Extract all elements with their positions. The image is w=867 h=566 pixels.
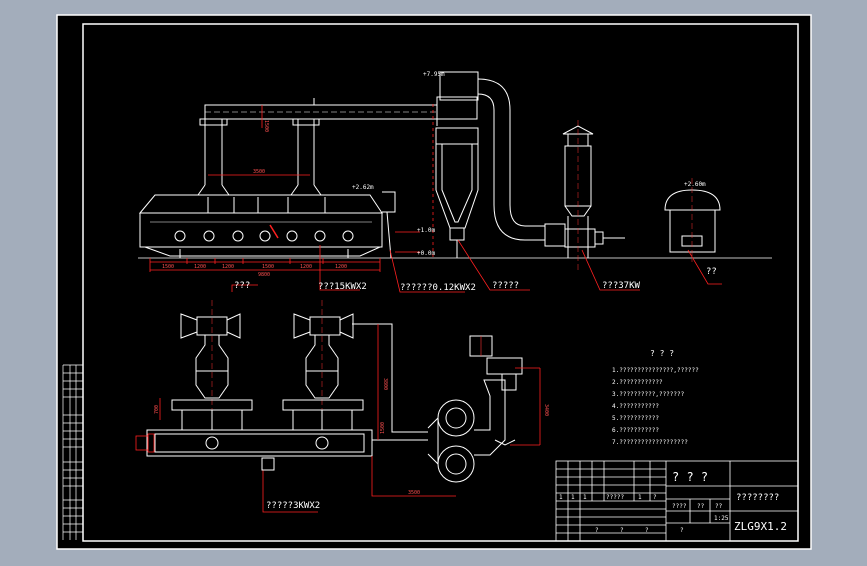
elevation-cyclone-a: +1.0m xyxy=(417,227,435,234)
inner-frame xyxy=(82,23,799,542)
drawing-sheet xyxy=(56,14,812,550)
title-row-a-6: ? xyxy=(653,494,657,501)
title-block-name: ???????? xyxy=(736,493,779,503)
title-row-c-1: ? xyxy=(595,527,599,534)
callout-heater: ?? xyxy=(706,267,717,277)
callout-vibro-motor: ??????0.12KWX2 xyxy=(400,283,476,293)
note-line-2: 2.???????????? xyxy=(612,379,663,386)
callout-top-left: ??? xyxy=(234,281,250,291)
leader-lines xyxy=(231,239,722,513)
title-row-a-5: 1 xyxy=(638,494,642,501)
note-line-3: 3.??????????,??????? xyxy=(612,391,685,398)
title-row-a-2: 1 xyxy=(571,494,575,501)
title-row-c-3: ? xyxy=(645,527,649,534)
plan-dimensions xyxy=(135,324,541,497)
dim-bed-seg-6: 1200 xyxy=(335,264,347,270)
note-line-5: 5.??????????? xyxy=(612,415,659,422)
elevation-dryer-top: +2.62m xyxy=(352,184,374,191)
notes-heading: ? ? ? xyxy=(650,349,674,358)
title-row-c-2: ? xyxy=(620,527,624,534)
dim-plan-small: 700 xyxy=(154,405,160,414)
dim-plan-bottom: 3500 xyxy=(408,490,420,496)
note-line-7: 7.??????????????????? xyxy=(612,439,688,446)
dim-bed-seg-3: 1200 xyxy=(222,264,234,270)
title-row-a-1: 1 xyxy=(559,494,563,501)
plan-view xyxy=(146,300,523,483)
dim-plan-mid: 1500 xyxy=(380,422,386,434)
note-line-4: 4.??????????? xyxy=(612,403,659,410)
title-row-a-4: ????? xyxy=(606,494,624,501)
elevation-dimensions xyxy=(149,104,434,272)
title-row-b-1: ???? xyxy=(672,503,687,510)
title-row-a-3: 1 xyxy=(583,494,587,501)
dim-plan-right: 3400 xyxy=(543,404,549,416)
elevation-heater-top: +2.60m xyxy=(684,181,706,188)
dim-bed-seg-2: 1200 xyxy=(194,264,206,270)
title-block-big-title: ? ? ? xyxy=(672,470,708,484)
dim-duct-span: 3500 xyxy=(253,169,265,175)
callout-cyclone: ????? xyxy=(492,281,519,291)
dim-bed-seg-4: 1500 xyxy=(262,264,274,270)
revision-strip xyxy=(62,364,84,540)
title-row-b-3: ?? xyxy=(715,503,723,510)
callout-exhaust-fan: ???37KW xyxy=(602,281,641,291)
dim-bed-total: 9800 xyxy=(258,272,270,278)
elevation-view xyxy=(138,71,772,270)
elevation-cyclone-b: +0.0m xyxy=(417,250,435,257)
dim-bed-seg-5: 1200 xyxy=(300,264,312,270)
dim-plan-vertical: 3800 xyxy=(382,378,388,390)
note-line-1: 1.???????????????,?????? xyxy=(612,367,699,374)
dim-bed-seg-1: 1500 xyxy=(162,264,174,270)
title-block xyxy=(555,460,799,542)
callout-plan-motor: ?????3KWX2 xyxy=(266,501,320,511)
title-block-scale: 1:25 xyxy=(714,515,729,522)
technical-notes: ? ? ? 1.???????????????,?????? 2.???????… xyxy=(612,349,699,446)
title-block-drawing-code: ZLG9X1.2 xyxy=(734,520,787,533)
title-row-c-4: ? xyxy=(680,527,684,534)
title-row-b-2: ?? xyxy=(697,503,705,510)
elevation-duct-top: +7.95m xyxy=(423,71,445,78)
callout-blower: ???15KWX2 xyxy=(318,282,367,292)
note-line-6: 6.??????????? xyxy=(612,427,659,434)
dim-duct-height: 1500 xyxy=(263,120,269,132)
